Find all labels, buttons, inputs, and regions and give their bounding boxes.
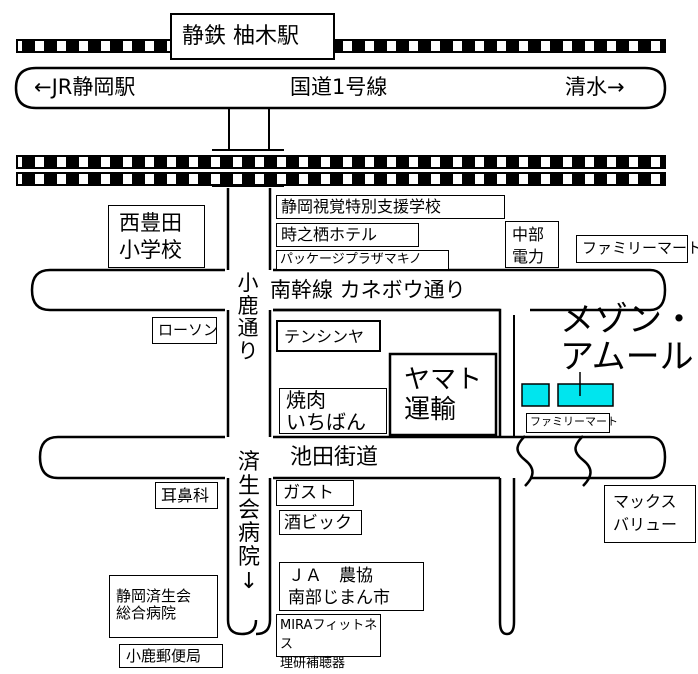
shizuoka-school-label: 静岡視覚特別支援学校 bbox=[281, 197, 442, 216]
city-block bbox=[273, 308, 502, 437]
jibika-label: 耳鼻科 bbox=[161, 486, 210, 505]
ikeda-road bbox=[38, 435, 667, 480]
gusto-box: ガスト bbox=[276, 480, 354, 506]
building-marker-icon bbox=[521, 383, 550, 407]
post-box: 小鹿郵便局 bbox=[119, 644, 223, 668]
familymart-2-label: ファミリーマート bbox=[530, 415, 618, 428]
sakabic-label: 酒ビック bbox=[284, 513, 352, 533]
mira-box: MIRAフィットネス 理研補聴器 bbox=[276, 614, 381, 671]
building-marker-icon bbox=[557, 383, 614, 407]
route1-right-label: 清水→ bbox=[565, 75, 625, 99]
route1-road bbox=[14, 66, 667, 110]
familymart-1-label: ファミリーマート bbox=[582, 239, 698, 257]
post-label: 小鹿郵便局 bbox=[126, 647, 202, 665]
hotel-box: 時之栖ホテル bbox=[276, 223, 419, 247]
route1-left-label: ←JR静岡駅 bbox=[34, 75, 136, 99]
nankan-road-label: 南幹線 カネボウ通り bbox=[270, 278, 466, 302]
sakabic-box: 酒ビック bbox=[279, 510, 362, 535]
rail-line-middle bbox=[16, 155, 666, 186]
school-box: 西豊田 小学校 bbox=[108, 205, 205, 268]
chubu-label: 中部 電力 bbox=[512, 225, 545, 266]
station-label: 静鉄 柚木駅 bbox=[182, 24, 299, 49]
maxvalu-box: マックス バリュー bbox=[604, 485, 696, 543]
jibika-box: 耳鼻科 bbox=[155, 482, 218, 509]
south-road bbox=[498, 478, 516, 636]
school-label: 西豊田 小学校 bbox=[119, 211, 182, 263]
tenshinya-label: テンシンヤ bbox=[284, 327, 365, 346]
saiseikai-label: 済 生 会 病 院 ↓ bbox=[237, 450, 260, 594]
rail-line-top bbox=[16, 39, 666, 53]
route1-center-label: 国道1号線 bbox=[290, 75, 388, 99]
package-box: パッケージプラザマキノ bbox=[276, 250, 449, 270]
ja-label: ＪＡ 農協 南部じまん市 bbox=[288, 566, 390, 609]
yakiniku-label: 焼肉 いちばん bbox=[286, 388, 366, 434]
river-wave-icon bbox=[516, 435, 534, 487]
yakiniku-box: 焼肉 いちばん bbox=[279, 388, 387, 434]
familymart-1-box: ファミリーマート bbox=[576, 235, 698, 263]
river-wave-icon bbox=[574, 435, 592, 487]
ikeda-road-label: 池田街道 bbox=[290, 445, 379, 470]
familymart-2-box: ファミリーマート bbox=[526, 413, 618, 433]
chubu-box: 中部 電力 bbox=[505, 221, 559, 268]
yamato-label: ヤマト 運輸 bbox=[404, 365, 483, 425]
lawson-box: ローソン bbox=[152, 317, 219, 344]
lawson-label: ローソン bbox=[158, 321, 219, 339]
tenshinya-box: テンシンヤ bbox=[276, 320, 381, 352]
kojika-street bbox=[226, 188, 272, 636]
package-label: パッケージプラザマキノ bbox=[280, 252, 422, 267]
gusto-label: ガスト bbox=[283, 483, 334, 503]
station-label-box: 静鉄 柚木駅 bbox=[170, 13, 335, 60]
shizuoka-school-box: 静岡視覚特別支援学校 bbox=[276, 195, 505, 219]
kojika-street-label: 小 鹿 通 り bbox=[237, 271, 259, 364]
hospital-box: 静岡済生会 総合病院 bbox=[109, 575, 218, 638]
maison-label: メゾン・ アムール bbox=[560, 300, 696, 377]
hotel-label: 時之栖ホテル bbox=[281, 225, 378, 244]
mira-label: MIRAフィットネス 理研補聴器 bbox=[280, 618, 378, 671]
hospital-label: 静岡済生会 総合病院 bbox=[116, 587, 192, 623]
maxvalu-label: マックス バリュー bbox=[613, 492, 678, 535]
ja-box: ＪＡ 農協 南部じまん市 bbox=[279, 562, 424, 611]
yamato-building bbox=[388, 352, 498, 437]
